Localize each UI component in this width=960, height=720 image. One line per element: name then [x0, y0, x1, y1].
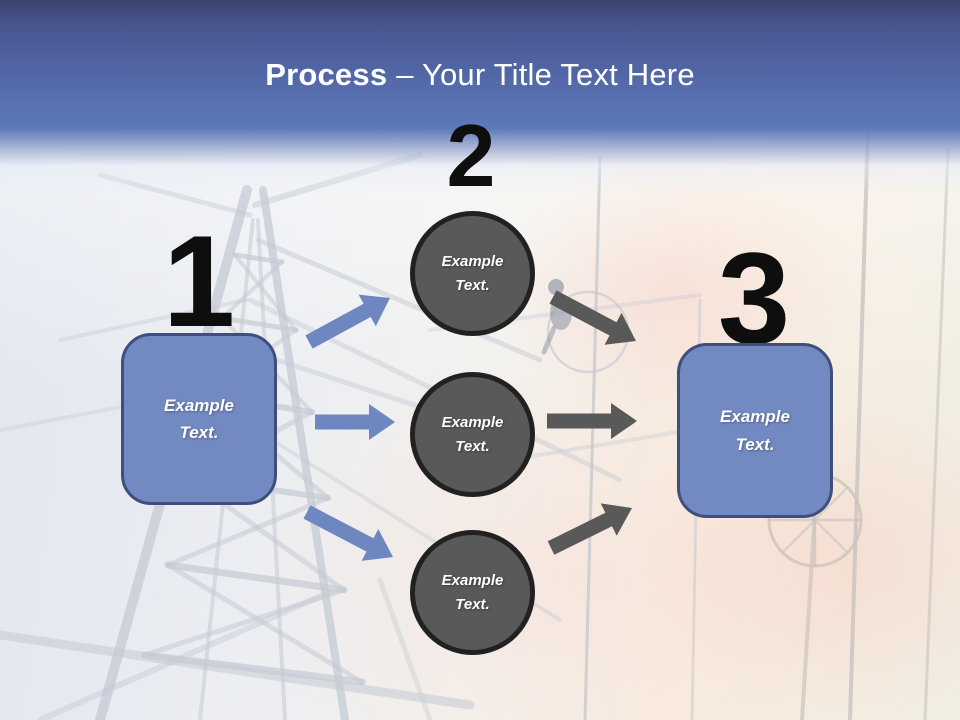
step-number-1: 1: [162, 208, 235, 354]
process-circle-top-text-line1: Example: [441, 252, 504, 270]
process-circle-bottom: Example Text.: [410, 530, 535, 655]
arrow-up-right-icon: [547, 503, 632, 555]
process-circle-middle: Example Text.: [410, 372, 535, 497]
slide-title: Process– Your Title Text Here: [0, 56, 960, 95]
arrow-right-icon: [547, 403, 637, 439]
slide-header-band: Process– Your Title Text Here: [0, 0, 960, 210]
process-circle-bottom-text-line1: Example: [441, 571, 504, 589]
step-number-3: 3: [717, 225, 790, 371]
process-circle-middle-text-line1: Example: [441, 413, 504, 431]
slide-title-emphasis: Process: [265, 57, 388, 92]
process-box-step3-text-line1: Example: [720, 407, 790, 427]
process-box-step1-text-line2: Text.: [179, 423, 219, 442]
process-box-step1-text-line1: Example: [164, 395, 234, 415]
process-circle-top: Example Text.: [410, 211, 535, 336]
process-box-step3-text-line2: Text.: [735, 434, 775, 454]
process-circle-top-text-line2: Text.: [455, 276, 490, 294]
arrow-up-right-icon: [305, 294, 390, 349]
step-number-2: 2: [446, 106, 496, 205]
process-box-step3: Example Text.: [677, 343, 833, 518]
arrow-down-right-icon: [303, 505, 393, 561]
process-box-step1: Example Text.: [121, 333, 277, 505]
process-circle-middle-text-line2: Text.: [455, 437, 490, 455]
process-circle-bottom-text-line2: Text.: [455, 595, 490, 613]
arrow-right-icon: [315, 404, 395, 440]
arrow-down-right-icon: [549, 290, 636, 345]
lineman-worker-silhouette: [541, 279, 572, 355]
slide-title-rest: – Your Title Text Here: [396, 57, 695, 92]
